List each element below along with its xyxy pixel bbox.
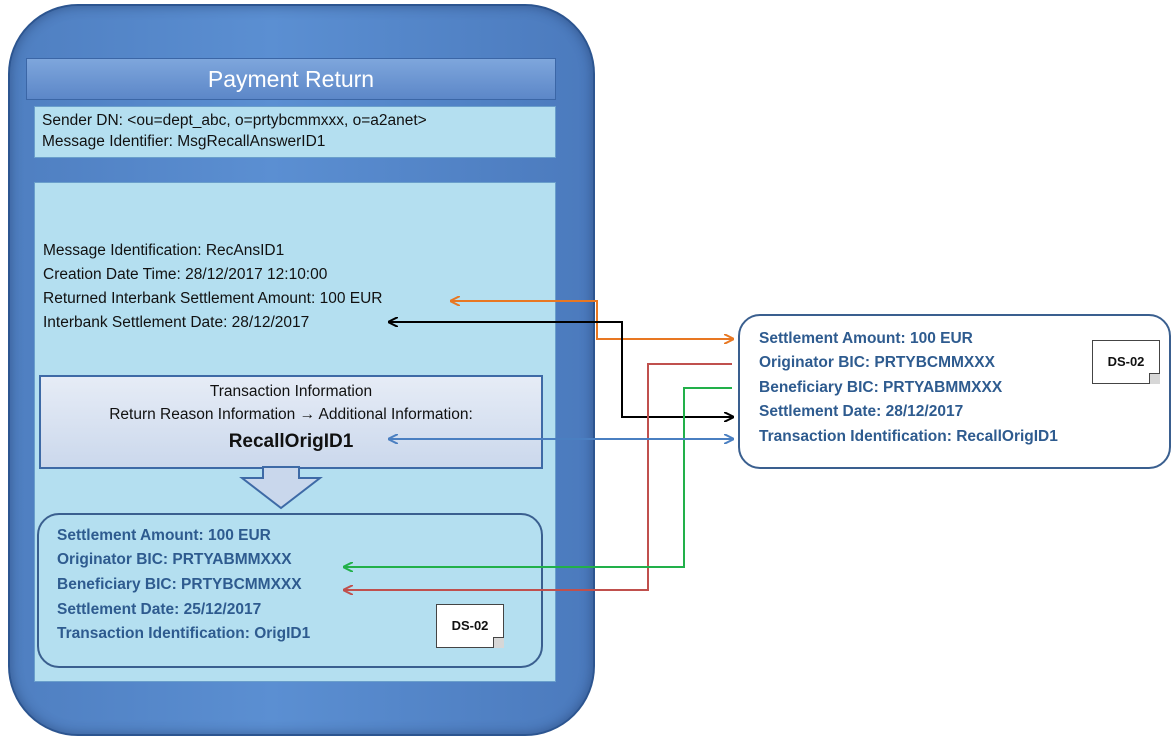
external-originator-bic: Originator BIC: PRTYBCMMXXX bbox=[759, 354, 995, 371]
message-header-panel bbox=[34, 106, 556, 158]
settlement-date-text: Interbank Settlement Date: 28/12/2017 bbox=[43, 314, 310, 331]
date-link-arrow bbox=[390, 322, 732, 417]
inner-settlement-amount: Settlement Amount: 100 EUR bbox=[57, 527, 271, 544]
sender-dn-text: Sender DN: <ou=dept_abc, o=prtybcmmxxx, … bbox=[42, 112, 427, 129]
external-transaction-id: Transaction Identification: RecallOrigID… bbox=[759, 428, 1058, 445]
originator-beneficiary-green-arrow bbox=[345, 387, 732, 567]
down-arrow-shape bbox=[239, 466, 323, 510]
inner-ds-tag: DS-02 bbox=[436, 604, 504, 648]
payment-return-title: Payment Return bbox=[26, 58, 556, 100]
returned-amount-text: Returned Interbank Settlement Amount: 10… bbox=[43, 290, 383, 307]
external-ds-tag: DS-02 bbox=[1092, 340, 1160, 384]
inner-beneficiary-bic: Beneficiary BIC: PRTYBCMMXXX bbox=[57, 576, 302, 593]
external-dataset-box bbox=[738, 314, 1171, 469]
amount-link-arrow bbox=[452, 301, 732, 339]
originator-beneficiary-red-arrow bbox=[345, 363, 732, 590]
inner-originator-bic: Originator BIC: PRTYABMMXXX bbox=[57, 551, 292, 568]
recall-orig-id-value: RecallOrigID1 bbox=[228, 431, 354, 452]
return-reason-path: Return Reason Information → Additional I… bbox=[109, 406, 473, 423]
message-identifier-text: Message Identifier: MsgRecallAnswerID1 bbox=[42, 133, 326, 150]
external-settlement-amount: Settlement Amount: 100 EUR bbox=[759, 330, 973, 347]
external-beneficiary-bic: Beneficiary BIC: PRTYABMMXXX bbox=[759, 379, 1003, 396]
creation-date-time-text: Creation Date Time: 28/12/2017 12:10:00 bbox=[43, 266, 328, 283]
inner-settlement-date: Settlement Date: 25/12/2017 bbox=[57, 601, 262, 618]
transaction-information-heading: Transaction Information bbox=[209, 383, 373, 400]
external-settlement-date: Settlement Date: 28/12/2017 bbox=[759, 403, 964, 420]
message-identification-text: Message Identification: RecAnsID1 bbox=[43, 242, 285, 259]
inner-transaction-id: Transaction Identification: OrigID1 bbox=[57, 625, 311, 642]
